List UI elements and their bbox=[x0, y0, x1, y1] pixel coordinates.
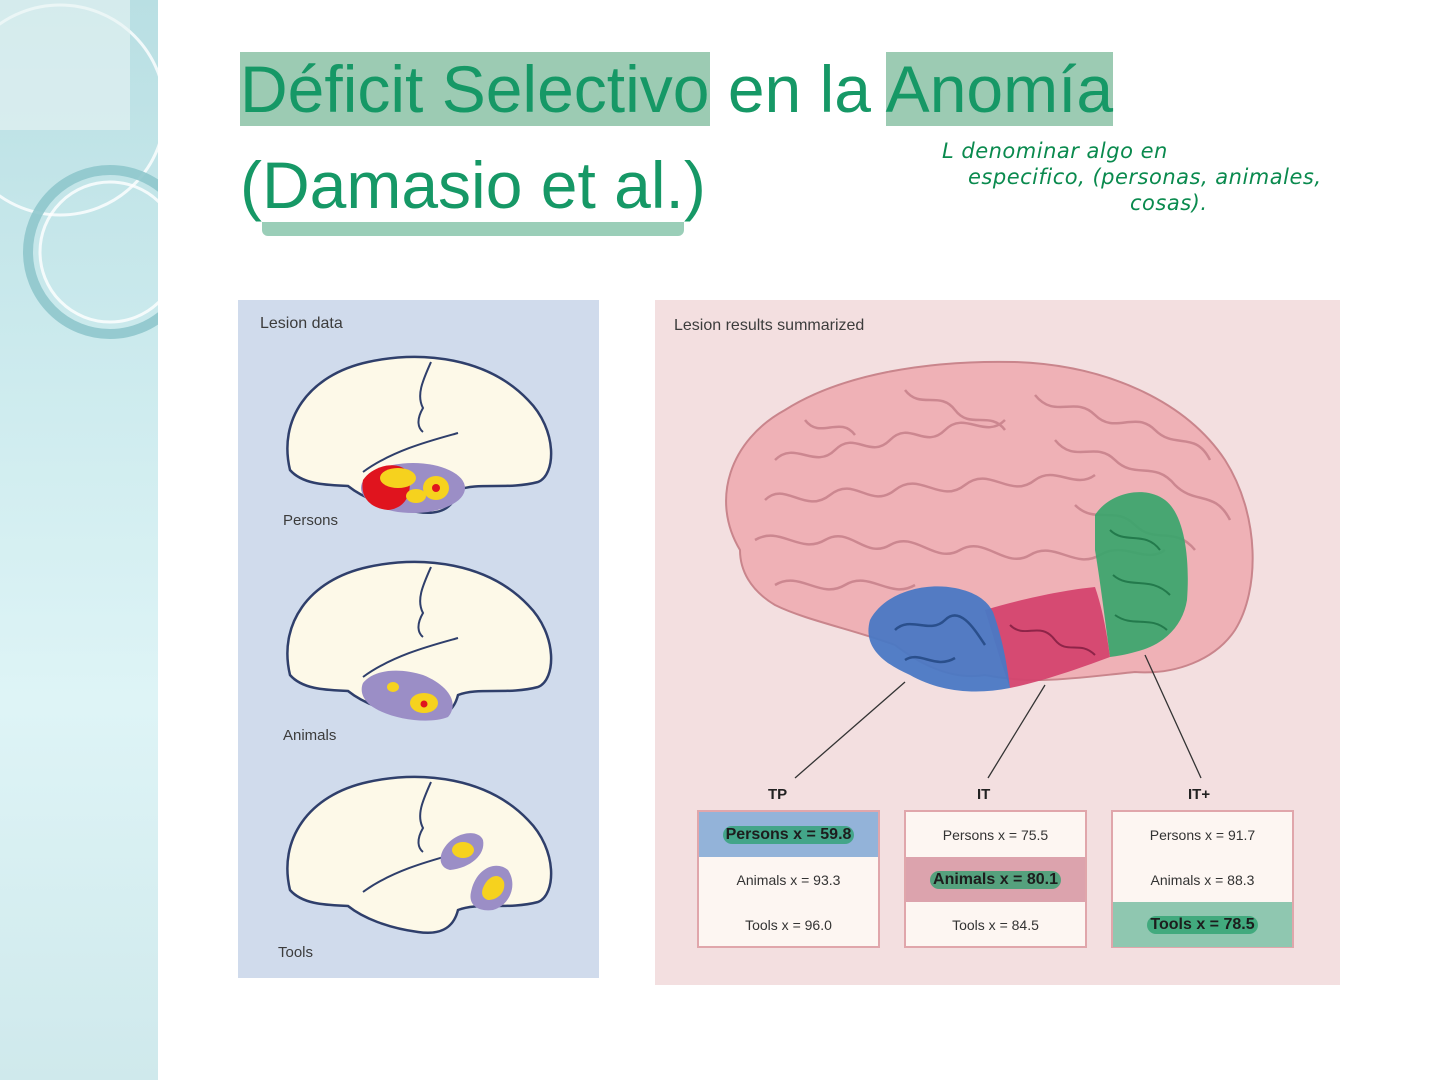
lesion-brain-figures bbox=[286, 355, 553, 934]
region-label-tp: TP bbox=[768, 786, 788, 803]
lesion-label-tools: Tools bbox=[278, 944, 314, 961]
stat-value-animals: Animals x = 80.1 bbox=[930, 870, 1061, 889]
title-highlight-1: Déficit Selectivo bbox=[240, 52, 710, 126]
lesion-label-animals: Animals bbox=[283, 727, 337, 744]
stat-row: Animals x = 80.1 bbox=[906, 857, 1085, 902]
handwritten-line-3: cosas). bbox=[1130, 191, 1208, 215]
stat-value-tools: Tools x = 96.0 bbox=[745, 916, 832, 933]
stat-value-persons: Persons x = 75.5 bbox=[942, 826, 1049, 843]
slide-subtitle: (Damasio et al.) bbox=[240, 140, 706, 236]
decorative-circles bbox=[0, 0, 158, 339]
stat-row: Persons x = 75.5 bbox=[906, 812, 1085, 857]
lesion-data-panel: Lesion data bbox=[238, 300, 599, 978]
stat-box-tp: Persons x = 59.8 Animals x = 93.3 Tools … bbox=[697, 810, 880, 948]
stat-row: Tools x = 78.5 bbox=[1113, 902, 1292, 947]
brain-tools-figure bbox=[286, 775, 553, 934]
stat-value-persons: Persons x = 59.8 bbox=[722, 825, 855, 844]
handwritten-line-2: especifico, (personas, animales, bbox=[968, 165, 1322, 189]
subtitle-open-paren: ( bbox=[240, 148, 262, 222]
title-middle: en la bbox=[709, 52, 886, 126]
slide-title: Déficit Selectivo en la Anomía bbox=[240, 44, 1114, 134]
lesion-results-panel: Lesion results summarized TP IT bbox=[655, 300, 1340, 985]
stat-row: Animals x = 88.3 bbox=[1113, 857, 1292, 902]
stat-value-persons: Persons x = 91.7 bbox=[1149, 826, 1256, 843]
stat-row: Persons x = 91.7 bbox=[1113, 812, 1292, 857]
stat-box-it-plus: Persons x = 91.7 Animals x = 88.3 Tools … bbox=[1111, 810, 1294, 948]
stat-row: Animals x = 93.3 bbox=[699, 857, 878, 902]
brain-persons-figure bbox=[286, 355, 553, 514]
stat-row: Tools x = 84.5 bbox=[906, 902, 1085, 947]
title-highlight-2: Anomía bbox=[885, 52, 1114, 126]
region-label-it-plus: IT+ bbox=[1188, 786, 1211, 803]
brain-illustration bbox=[725, 360, 1254, 779]
stat-row: Tools x = 96.0 bbox=[699, 902, 878, 947]
subtitle-close-paren: ) bbox=[683, 148, 706, 222]
lesion-results-title: Lesion results summarized bbox=[674, 317, 865, 334]
stat-row: Persons x = 59.8 bbox=[699, 812, 878, 857]
stat-value-animals: Animals x = 93.3 bbox=[736, 871, 841, 888]
stat-value-tools: Tools x = 78.5 bbox=[1147, 915, 1258, 934]
stat-value-tools: Tools x = 84.5 bbox=[952, 916, 1039, 933]
region-label-it: IT bbox=[977, 786, 991, 803]
brain-animals-figure bbox=[286, 560, 553, 721]
handwritten-line-1: L denominar algo en bbox=[942, 139, 1168, 163]
subtitle-citation: Damasio et al. bbox=[261, 148, 684, 236]
lesion-data-title: Lesion data bbox=[260, 315, 343, 332]
lesion-label-persons: Persons bbox=[283, 512, 339, 529]
stat-box-it: Persons x = 75.5 Animals x = 80.1 Tools … bbox=[904, 810, 1087, 948]
stat-value-animals: Animals x = 88.3 bbox=[1150, 871, 1255, 888]
handwritten-note: L denominar algo en especifico, (persona… bbox=[942, 138, 1402, 216]
decorative-side-strip bbox=[0, 0, 158, 1080]
